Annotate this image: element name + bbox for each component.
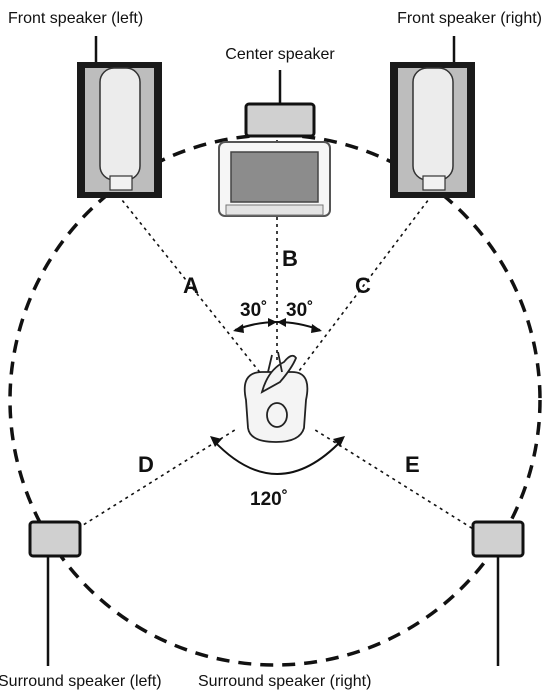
front-right-cone	[412, 67, 454, 181]
front-right-label: Front speaker (right)	[397, 10, 542, 27]
line-e	[311, 427, 479, 533]
listener-head	[266, 402, 288, 428]
front-arc-arrow-mid-right	[277, 318, 286, 327]
surround-left-speaker	[28, 520, 82, 666]
distance-label-d: D	[138, 452, 154, 477]
surround-angle-arc	[212, 439, 343, 475]
front-arc-arrow-right	[311, 324, 322, 333]
listener-arm	[260, 354, 298, 394]
surround-left-label: Surround speaker (left)	[0, 673, 162, 690]
angle-label-front-left: 30˚	[240, 300, 267, 321]
television	[218, 141, 331, 217]
front-right-base	[422, 175, 446, 191]
surround-left-body	[28, 520, 82, 558]
surround-right-label: Surround speaker (right)	[198, 673, 371, 690]
angle-label-front-right: 30˚	[286, 300, 313, 321]
front-arc-arrow-left	[233, 324, 244, 333]
surround-right-body	[471, 520, 525, 558]
listener-legs	[267, 351, 283, 373]
front-arc-arrow-mid-left	[268, 318, 277, 327]
angle-label-surround: 120˚	[250, 489, 288, 510]
tv-stand	[225, 204, 324, 216]
center-label: Center speaker	[225, 46, 335, 63]
distance-label-a: A	[183, 273, 199, 298]
surround-right-speaker	[471, 520, 525, 666]
listener	[243, 351, 309, 443]
distance-label-c: C	[355, 273, 371, 298]
front-right-speaker	[390, 36, 475, 198]
line-c	[295, 194, 433, 376]
front-left-speaker	[77, 36, 162, 198]
listening-circle	[8, 133, 542, 667]
distance-label-b: B	[282, 246, 298, 271]
front-left-label: Front speaker (left)	[8, 10, 143, 27]
surround-arc-arrow-right	[333, 436, 345, 447]
line-d	[71, 427, 239, 533]
center-speaker	[244, 70, 316, 138]
surround-arc-arrow-left	[210, 436, 222, 447]
tv-screen	[230, 151, 319, 203]
front-left-base	[109, 175, 133, 191]
distance-label-e: E	[405, 452, 420, 477]
center-speaker-body	[244, 102, 316, 138]
angle-arrowheads	[210, 318, 345, 447]
front-left-cone	[99, 67, 141, 181]
